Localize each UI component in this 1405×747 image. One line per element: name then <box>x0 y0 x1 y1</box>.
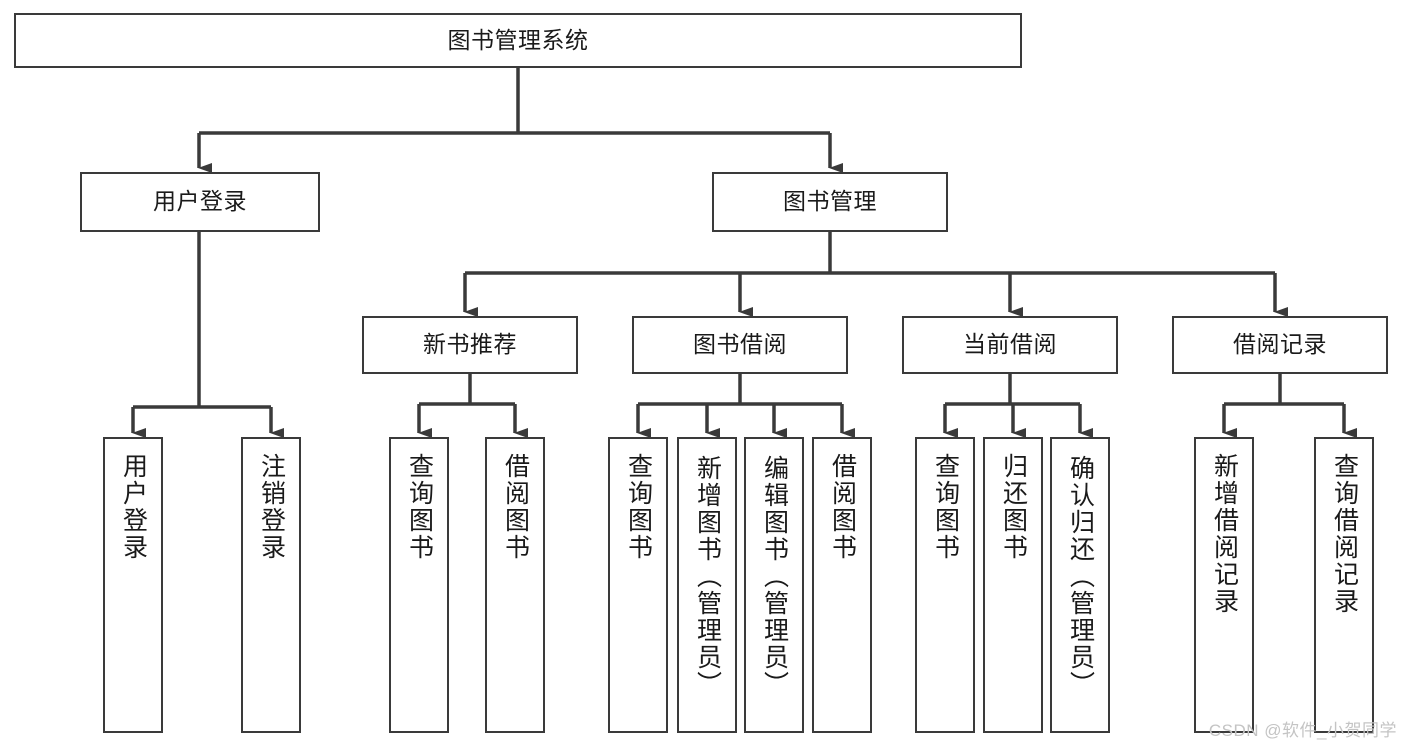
node-label: 编辑图书（管理员） <box>760 455 789 698</box>
leaf-borrow-book-recommend[interactable]: 借阅图书 <box>485 437 545 733</box>
node-label: 查询图书 <box>405 453 434 561</box>
leaf-add-borrow-record[interactable]: 新增借阅记录 <box>1194 437 1254 733</box>
node-label: 借阅记录 <box>1233 331 1327 358</box>
node-label: 查询图书 <box>931 453 960 561</box>
leaf-edit-book-admin[interactable]: 编辑图书（管理员） <box>744 437 804 733</box>
node-root-system[interactable]: 图书管理系统 <box>14 13 1022 68</box>
node-new-book-recommend[interactable]: 新书推荐 <box>362 316 578 374</box>
node-label: 查询借阅记录 <box>1330 453 1359 615</box>
node-label: 用户登录 <box>153 188 247 215</box>
csdn-watermark: CSDN @软件_小贺同学 <box>1208 721 1397 740</box>
node-label: 借阅图书 <box>501 453 530 561</box>
leaf-user-login[interactable]: 用户登录 <box>103 437 163 733</box>
node-label: 确认归还（管理员） <box>1066 455 1095 698</box>
node-label: 当前借阅 <box>963 331 1057 358</box>
leaf-return-book[interactable]: 归还图书 <box>983 437 1043 733</box>
node-current-borrow[interactable]: 当前借阅 <box>902 316 1118 374</box>
leaf-query-borrow-record[interactable]: 查询借阅记录 <box>1314 437 1374 733</box>
leaf-query-book-current[interactable]: 查询图书 <box>915 437 975 733</box>
node-label: 用户登录 <box>119 453 148 561</box>
node-label: 图书借阅 <box>693 331 787 358</box>
leaf-borrow-book[interactable]: 借阅图书 <box>812 437 872 733</box>
node-label: 新增借阅记录 <box>1210 453 1239 615</box>
node-book-borrow[interactable]: 图书借阅 <box>632 316 848 374</box>
node-book-management[interactable]: 图书管理 <box>712 172 948 232</box>
leaf-query-book-recommend[interactable]: 查询图书 <box>389 437 449 733</box>
leaf-logout[interactable]: 注销登录 <box>241 437 301 733</box>
leaf-query-book-borrow[interactable]: 查询图书 <box>608 437 668 733</box>
node-label: 新书推荐 <box>423 331 517 358</box>
node-label: 图书管理系统 <box>447 26 589 53</box>
node-label: 注销登录 <box>257 453 286 561</box>
node-label: 图书管理 <box>783 188 877 215</box>
node-label: 查询图书 <box>624 453 653 561</box>
node-label: 新增图书（管理员） <box>693 455 722 698</box>
node-label: 借阅图书 <box>828 453 857 561</box>
node-borrow-record[interactable]: 借阅记录 <box>1172 316 1388 374</box>
leaf-confirm-return-admin[interactable]: 确认归还（管理员） <box>1050 437 1110 733</box>
node-label: 归还图书 <box>999 453 1028 561</box>
node-user-login[interactable]: 用户登录 <box>80 172 320 232</box>
leaf-add-book-admin[interactable]: 新增图书（管理员） <box>677 437 737 733</box>
